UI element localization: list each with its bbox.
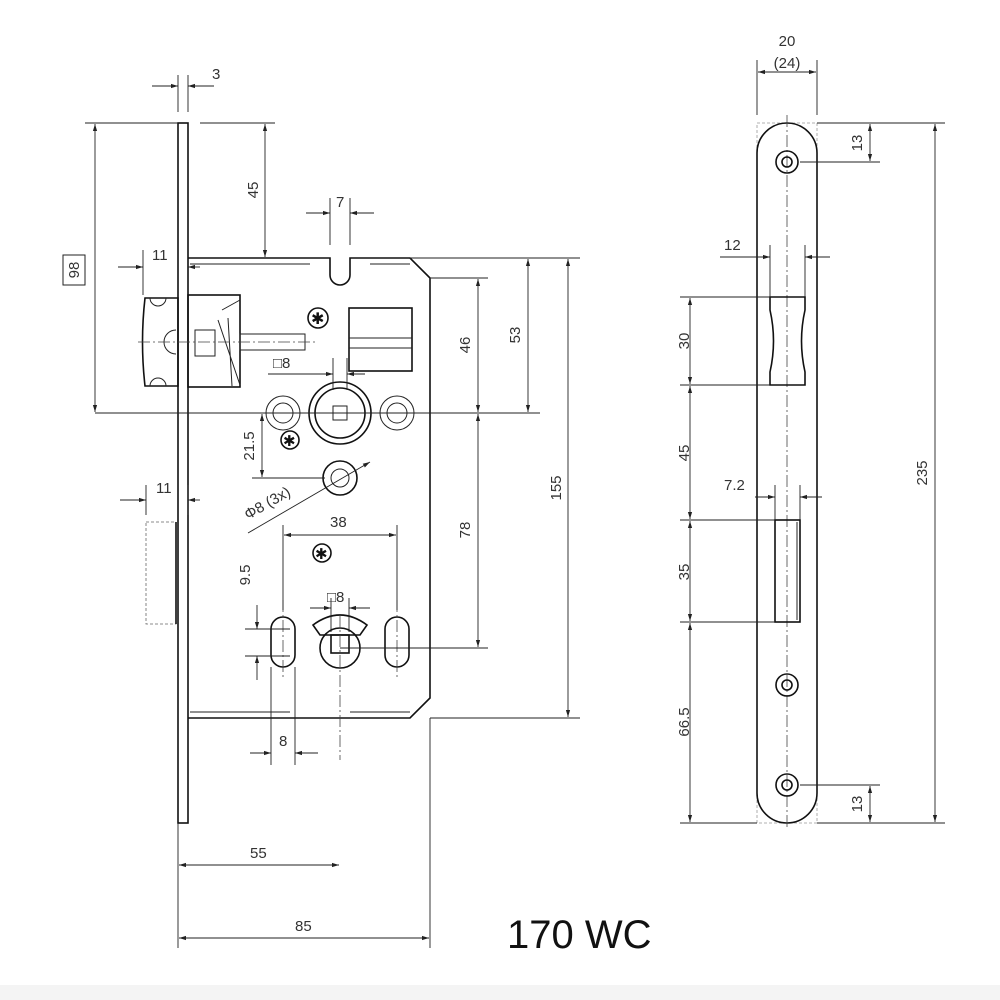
dim-follower-to-wc: 78 bbox=[457, 522, 474, 539]
dim-square-top: □8 bbox=[273, 355, 290, 372]
dim-top-to-body: 45 bbox=[245, 182, 262, 199]
dim-top-to-follower: 98 bbox=[66, 262, 83, 279]
dim-gap: 45 bbox=[676, 445, 693, 462]
dim-faceplate-thickness: 3 bbox=[212, 66, 220, 83]
dim-body-to-follower-b: 53 bbox=[507, 327, 524, 344]
svg-text:✱: ✱ bbox=[283, 433, 296, 450]
dim-square-bottom: □8 bbox=[327, 589, 344, 606]
lock-body bbox=[188, 257, 431, 719]
faceplate bbox=[177, 122, 189, 824]
dim-body-depth: 85 bbox=[295, 918, 312, 935]
dim-bottom-hole: 13 bbox=[849, 796, 866, 813]
screw-icon: ✱ bbox=[312, 543, 332, 563]
screw-icon: ✱ bbox=[307, 307, 329, 329]
dim-slot-spacing: 38 bbox=[330, 514, 347, 531]
dim-bottom-span: 66.5 bbox=[676, 707, 693, 736]
side-view: 20 (24) 13 13 235 12 7.2 30 45 35 66.5 bbox=[676, 33, 945, 830]
screw-icon: ✱ bbox=[280, 430, 300, 450]
dim-follower-to-hole: 21.5 bbox=[241, 431, 258, 460]
dim-bolt-height: 35 bbox=[676, 564, 693, 581]
dim-width-alt: (24) bbox=[774, 55, 801, 72]
dim-slot-width: 8 bbox=[279, 733, 287, 750]
wc-follower bbox=[270, 600, 410, 760]
dim-bolt-opening: 7.2 bbox=[724, 477, 745, 494]
latch bbox=[141, 294, 306, 388]
dim-latch-height: 30 bbox=[676, 333, 693, 350]
dim-hole-diameter: Φ8 (3x) bbox=[242, 484, 294, 524]
drawing-title: 170 WC bbox=[507, 913, 652, 957]
bolt-block bbox=[348, 307, 413, 372]
dim-notch-width: 7 bbox=[336, 194, 344, 211]
svg-text:✱: ✱ bbox=[311, 311, 324, 328]
bottom-strip bbox=[0, 985, 1000, 1000]
dim-latch-projection: 11 bbox=[152, 247, 168, 264]
latch-opening bbox=[769, 296, 806, 386]
dim-backset: 55 bbox=[250, 845, 267, 862]
dim-slot-length: 9.5 bbox=[237, 565, 254, 586]
front-view: ✱ ✱ ✱ 3 45 bbox=[62, 66, 580, 948]
dim-bolt-projection: 11 bbox=[156, 480, 172, 497]
dim-width: 20 bbox=[779, 33, 796, 50]
dim-body-to-follower-a: 46 bbox=[457, 337, 474, 354]
dim-top-hole: 13 bbox=[849, 135, 866, 152]
dim-total-height: 235 bbox=[914, 460, 931, 485]
deadbolt-outline bbox=[145, 521, 177, 625]
dim-body-height: 155 bbox=[548, 475, 565, 500]
dim-latch-opening: 12 bbox=[724, 237, 741, 254]
bolt-opening bbox=[774, 519, 801, 623]
svg-text:✱: ✱ bbox=[315, 546, 328, 563]
